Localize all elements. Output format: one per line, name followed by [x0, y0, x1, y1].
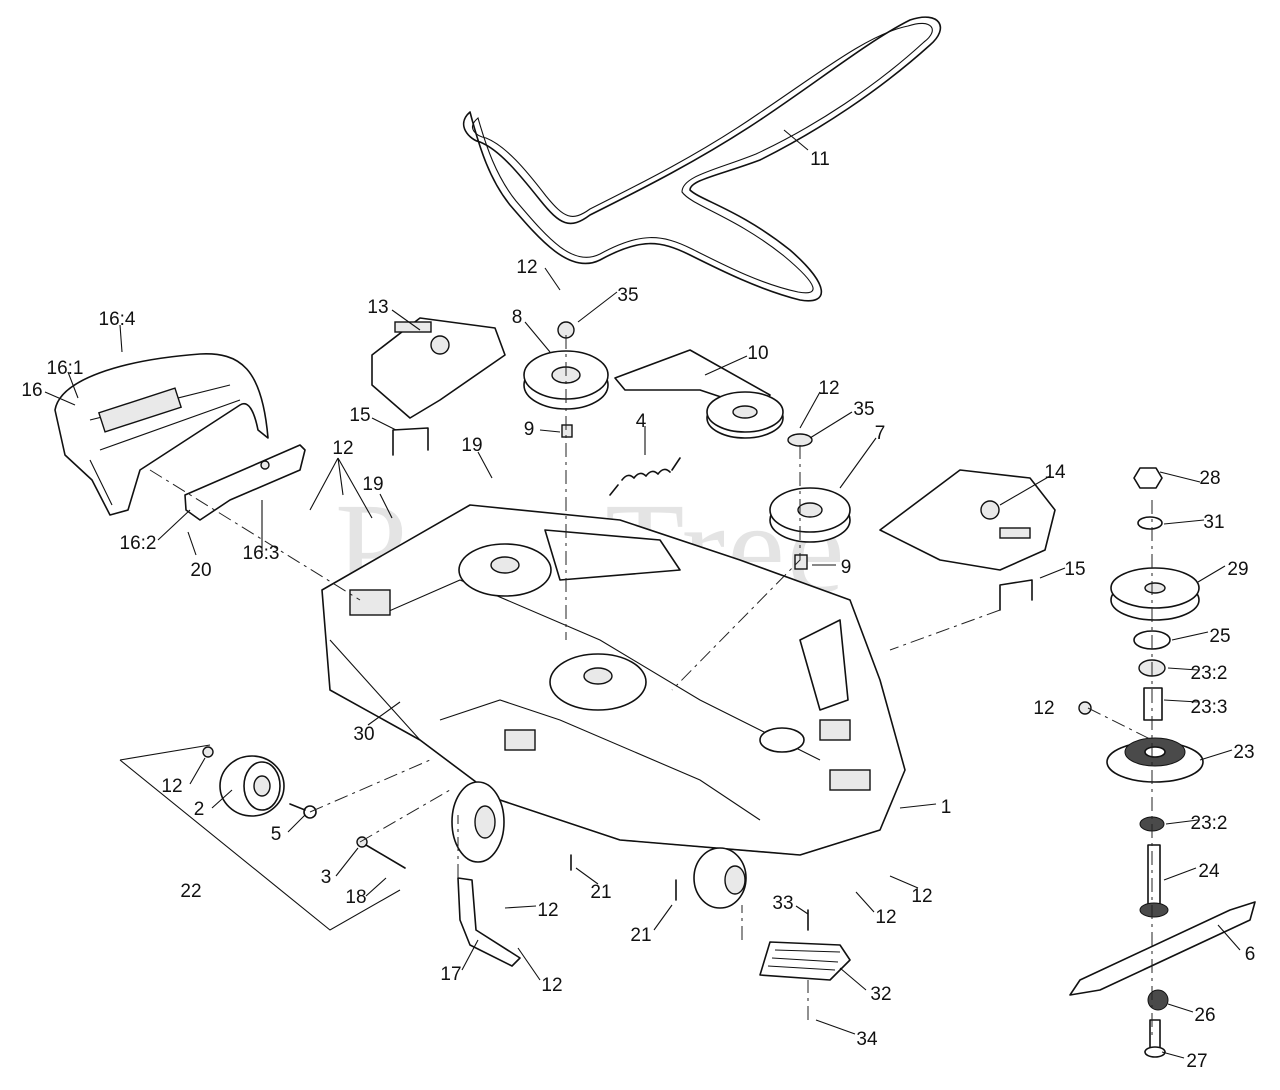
callout-c-12f: 12	[911, 886, 932, 907]
callout-c-9b: 9	[841, 557, 852, 578]
deck-bolts	[570, 854, 677, 901]
callout-c-18: 18	[345, 887, 366, 908]
callout-c-232b: 23:2	[1191, 813, 1228, 834]
idler-arm	[614, 349, 784, 439]
callout-c-21b: 21	[630, 925, 651, 946]
callout-c-6: 6	[1245, 944, 1256, 965]
callout-c-12b: 12	[818, 378, 839, 399]
callout-c-12e: 12	[161, 776, 182, 797]
callout-c-164: 16:4	[99, 309, 136, 330]
deck-pad	[759, 909, 851, 981]
callout-c-34: 34	[856, 1029, 878, 1050]
callout-c-13: 13	[367, 297, 388, 318]
callout-c-35b: 35	[853, 399, 874, 420]
callout-c-19a: 19	[461, 435, 482, 456]
callout-c-12c: 12	[332, 438, 353, 459]
axle-bolt	[356, 836, 406, 869]
assembly-group-bracket	[119, 744, 401, 931]
callout-c-15b: 15	[1064, 559, 1085, 580]
callout-c-4: 4	[636, 411, 647, 432]
assembly-centerlines	[149, 335, 1153, 1040]
callout-c-28: 28	[1199, 468, 1220, 489]
callout-c-232a: 23:2	[1191, 663, 1228, 684]
callout-c-12g: 12	[537, 900, 558, 921]
deflector-bracket	[457, 877, 521, 967]
center-belt-cover	[371, 317, 506, 419]
callout-c-161: 16:1	[47, 358, 84, 379]
callout-c-21a: 21	[590, 882, 611, 903]
callout-c-12h: 12	[875, 907, 896, 928]
callout-c-163: 16:3	[243, 543, 280, 564]
callout-c-19b: 19	[362, 474, 383, 495]
cover-bracket	[184, 444, 306, 521]
callout-c-27: 27	[1186, 1051, 1207, 1072]
callout-c-2: 2	[194, 799, 205, 820]
callout-c-16: 16	[21, 380, 42, 401]
callout-c-14: 14	[1044, 462, 1066, 483]
callout-c-17: 17	[440, 964, 461, 985]
callout-c-31: 31	[1203, 512, 1224, 533]
callout-c-5: 5	[271, 824, 282, 845]
hanger-rods	[392, 427, 1033, 611]
callout-c-35a: 35	[617, 285, 638, 306]
callout-c-10: 10	[747, 343, 768, 364]
caster-wheel-front	[451, 781, 747, 909]
callout-c-7: 7	[875, 423, 886, 444]
callout-c-32: 32	[870, 984, 891, 1005]
spindle-assembly	[1078, 467, 1204, 1058]
gauge-wheel	[202, 746, 317, 819]
callout-c-23: 23	[1233, 742, 1254, 763]
callout-c-12i: 12	[541, 975, 562, 996]
leader-lines	[44, 129, 1241, 1059]
right-belt-cover	[879, 469, 1056, 571]
callout-c-29: 29	[1227, 559, 1248, 580]
callout-c-12d: 12	[1033, 698, 1054, 719]
callout-c-8: 8	[512, 307, 523, 328]
callout-c-162: 16:2	[120, 533, 157, 554]
callout-c-9a: 9	[524, 419, 535, 440]
tension-spring	[609, 457, 681, 496]
callout-c-24: 24	[1198, 861, 1220, 882]
callout-c-22: 22	[180, 881, 201, 902]
drive-belt	[463, 16, 942, 302]
mower-deck-shell	[321, 504, 906, 856]
left-belt-cover	[54, 353, 269, 516]
callout-c-26: 26	[1194, 1005, 1215, 1026]
callout-c-30: 30	[353, 724, 374, 745]
callout-c-15a: 15	[349, 405, 370, 426]
callout-c-3: 3	[321, 867, 332, 888]
callout-c-20: 20	[190, 560, 211, 581]
callout-c-233: 23:3	[1191, 697, 1228, 718]
callout-c-33: 33	[772, 893, 793, 914]
idler-pulley-7	[769, 433, 851, 570]
callout-c-12a: 12	[516, 257, 537, 278]
callout-c-1: 1	[941, 797, 952, 818]
callout-c-25: 25	[1209, 626, 1230, 647]
mower-blade	[1069, 901, 1256, 996]
callout-c-11: 11	[810, 149, 830, 170]
